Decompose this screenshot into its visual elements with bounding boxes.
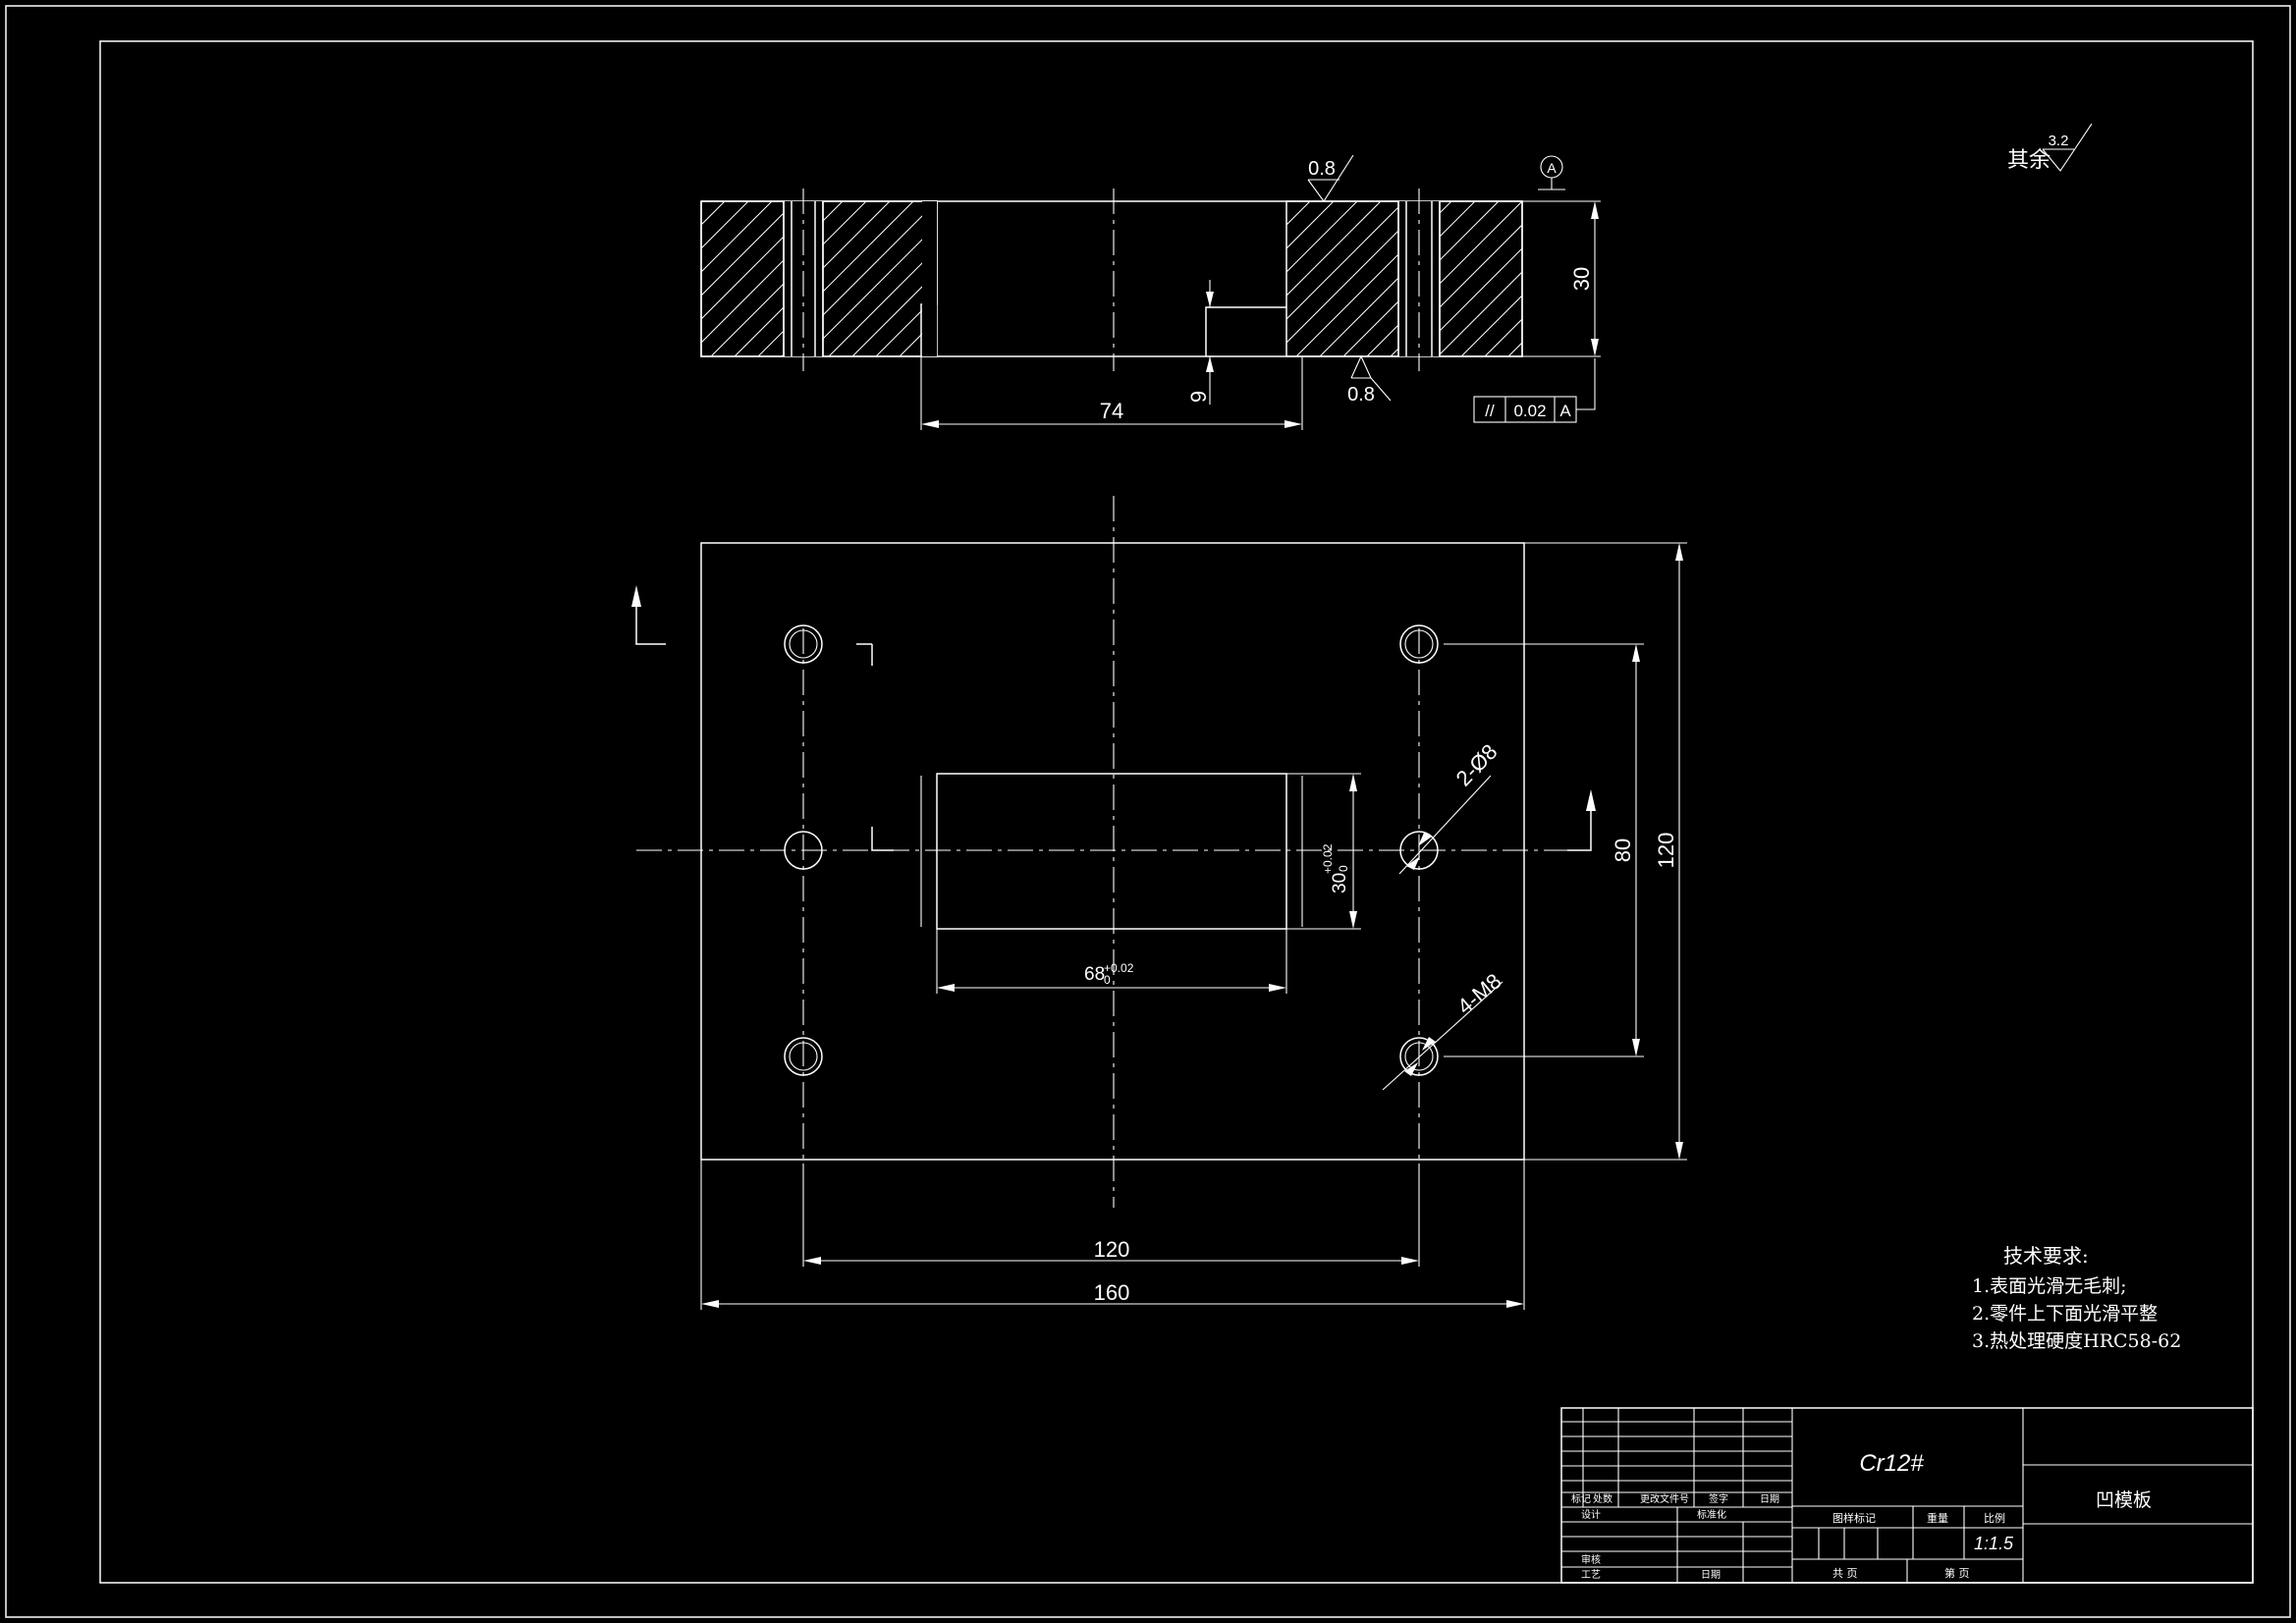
plan-view: 2-Ø8 4-M8 30 +0.02 0 68 +0.02 0 (631, 496, 1687, 1310)
material-label: Cr12# (1859, 1450, 1924, 1477)
tech-req-item-3: 3.热处理硬度HRC58-62 (1972, 1330, 2181, 1352)
section-marker-right (1567, 789, 1596, 851)
die-slot (920, 773, 1303, 930)
tolerance-frame: // 0.02 A (1473, 358, 1596, 423)
svg-text://: // (1485, 402, 1495, 420)
leader-pin-holes: 2-Ø8 (1398, 739, 1503, 875)
svg-text:0: 0 (1337, 865, 1350, 872)
label-2-phi8: 2-Ø8 (1451, 739, 1503, 791)
svg-text:工艺: 工艺 (1581, 1569, 1601, 1581)
hole-top-right (1399, 624, 1439, 664)
dim-80: 80 (1611, 839, 1635, 862)
svg-text:3.2: 3.2 (2049, 133, 2069, 149)
label-4-m8: 4-M8 (1452, 968, 1505, 1018)
hole-mid-left (784, 831, 823, 870)
svg-text:日期: 日期 (1701, 1569, 1721, 1581)
part-name: 凹模板 (2096, 1489, 2152, 1511)
title-block: 标记 处数 更改文件号 签字 日期 设计 标准化 审核 工艺 日期 Cr12# … (1560, 1407, 2254, 1584)
svg-text:标准化: 标准化 (1697, 1508, 1726, 1521)
section-view: 74 9 30 0.8 0.8 A (700, 154, 1601, 430)
svg-text:签字: 签字 (1709, 1492, 1728, 1505)
svg-text:A: A (1547, 160, 1557, 176)
svg-text:共 页: 共 页 (1832, 1567, 1858, 1580)
dim-30: 30 (1569, 267, 1594, 291)
tech-req-item-2: 2.零件上下面光滑平整 (1972, 1303, 2158, 1325)
svg-text:重量: 重量 (1927, 1511, 1948, 1525)
svg-text:日期: 日期 (1760, 1493, 1779, 1505)
dim-slot-width: 30 (1330, 873, 1350, 893)
dim-120-horizontal: 120 (1094, 1237, 1130, 1262)
leader-threaded-holes: 4-M8 (1382, 968, 1506, 1091)
svg-text:+0.02: +0.02 (1321, 843, 1335, 874)
outer-border (5, 5, 2291, 1618)
section-hatch-left (700, 200, 938, 357)
svg-text:+0.02: +0.02 (1104, 961, 1134, 975)
section-marker-left (631, 585, 894, 851)
dim-74: 74 (1100, 399, 1123, 423)
svg-text:0.8: 0.8 (1347, 384, 1375, 406)
dim-slot-length: 68 (1084, 964, 1105, 985)
inner-frame (99, 40, 2254, 1584)
svg-text:0: 0 (1104, 973, 1111, 987)
svg-text:比例: 比例 (1984, 1511, 2005, 1525)
scale-value: 1:1.5 (1974, 1534, 2014, 1553)
hole-bottom-left (784, 1037, 823, 1076)
tech-req-title: 技术要求: (2003, 1244, 2089, 1268)
surface-roughness-note: 其余 3.2 (2007, 123, 2093, 173)
svg-text:图样标记: 图样标记 (1832, 1511, 1876, 1525)
svg-text:0.02: 0.02 (1513, 402, 1546, 420)
datum-a-symbol: A (1538, 155, 1565, 190)
svg-text:第 页: 第 页 (1944, 1566, 1970, 1580)
dim-160: 160 (1094, 1280, 1130, 1305)
roughness-symbol-top: 0.8 (1307, 154, 1354, 202)
dim-120-vertical: 120 (1654, 833, 1678, 869)
hole-mid-right (1399, 831, 1439, 870)
svg-text:更改文件号: 更改文件号 (1640, 1492, 1689, 1505)
note-other: 其余 (2007, 148, 2050, 173)
dim-9: 9 (1186, 391, 1211, 403)
tech-req-item-1: 1.表面光滑无毛刺; (1972, 1275, 2127, 1297)
svg-text:0.8: 0.8 (1308, 158, 1336, 180)
svg-text:处数: 处数 (1593, 1492, 1613, 1505)
hole-top-left (784, 624, 823, 664)
svg-text:审核: 审核 (1581, 1553, 1601, 1566)
technical-requirements: 技术要求: 1.表面光滑无毛刺; 2.零件上下面光滑平整 3.热处理硬度HRC5… (1972, 1244, 2181, 1352)
roughness-symbol-bottom: 0.8 (1347, 354, 1392, 406)
hole-bottom-right (1399, 1037, 1439, 1076)
svg-text:标记: 标记 (1571, 1493, 1591, 1505)
svg-text:设计: 设计 (1581, 1508, 1601, 1521)
svg-text:A: A (1559, 402, 1571, 420)
